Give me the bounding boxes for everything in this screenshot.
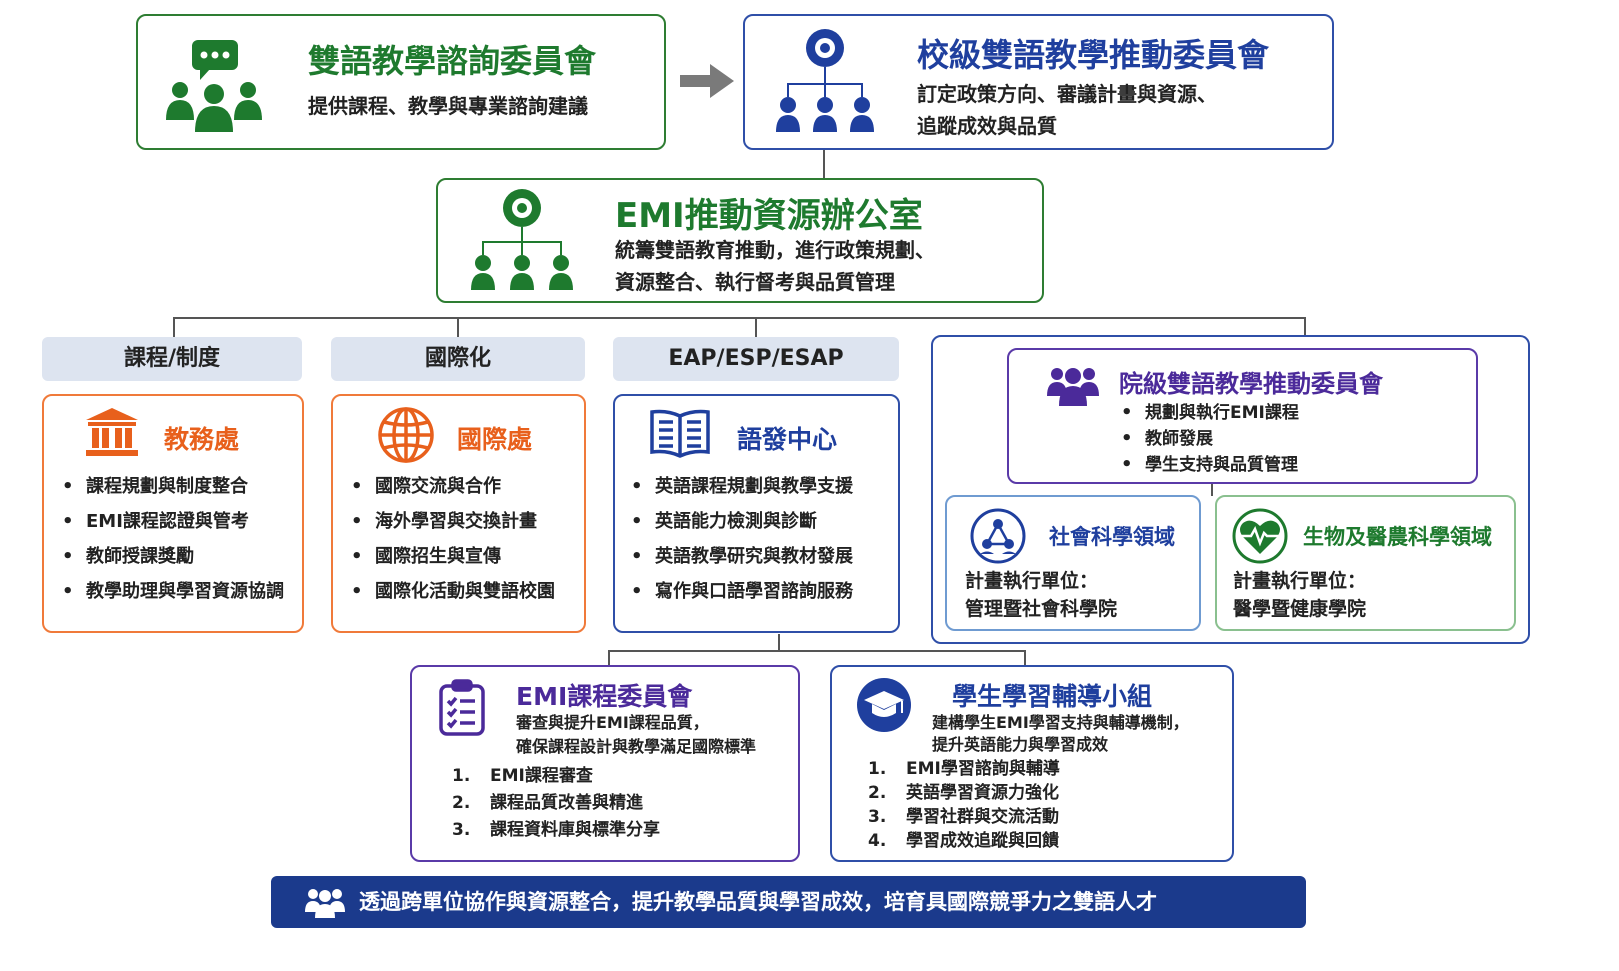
language-center-box: 語發中心 英語課程規劃與教學支援 英語能力檢測與診斷 英語教學研究與教材發展 寫… (613, 394, 900, 633)
arrow-right-icon (680, 64, 734, 98)
list-item: 2.英語學習資源力強化 (868, 783, 1059, 803)
connector-bottom-left (608, 650, 610, 665)
academic-affairs-title: 教務處 (164, 425, 240, 454)
advisory-committee-title: 雙語教學諮詢委員會 (308, 42, 597, 80)
list-item: 教學助理與學習資源協調 (58, 579, 284, 614)
heart-pulse-icon (1231, 507, 1289, 565)
emi-course-committee-box: EMI課程委員會 審查與提升EMI課程品質， 確保課程設計與教學滿足國際標準 1… (410, 665, 800, 862)
emi-course-committee-desc-1: 審查與提升EMI課程品質， (516, 713, 709, 732)
bio-medical-title: 生物及醫農科學領域 (1303, 525, 1492, 549)
mission-banner-text: 透過跨單位協作與資源整合，提升教學品質與學習成效，培育具國際競爭力之雙語人才 (359, 890, 1157, 914)
mission-banner: 透過跨單位協作與資源整合，提升教學品質與學習成效，培育具國際競爭力之雙語人才 (271, 876, 1306, 928)
list-item: 教師發展 (1117, 426, 1299, 452)
connector-office-horizontal (173, 317, 1306, 319)
connector-college-domains (1211, 484, 1213, 496)
language-center-list: 英語課程規劃與教學支援 英語能力檢測與診斷 英語教學研究與教材發展 寫作與口語學… (627, 474, 853, 614)
university-committee-desc-1: 訂定政策方向、審議計畫與資源、 (917, 82, 1217, 106)
list-item: 3.課程資料庫與標準分享 (452, 820, 660, 840)
international-office-box: 國際處 國際交流與合作 海外學習與交換計畫 國際招生與宣傳 國際化活動與雙語校園 (331, 394, 586, 633)
list-item: 1.EMI課程審查 (452, 766, 593, 786)
list-item: EMI課程認證與管考 (58, 509, 284, 544)
college-level-container (931, 335, 1530, 644)
connector-top-right-to-office (823, 150, 825, 178)
header-internationalization: 國際化 (331, 337, 585, 381)
book-icon (649, 408, 711, 458)
list-item: 寫作與口語學習諮詢服務 (627, 579, 853, 614)
emi-office-desc-1: 統籌雙語教育推動，進行政策規劃、 (615, 238, 935, 262)
bio-medical-label: 計畫執行單位： (1233, 570, 1367, 592)
list-item: 4.學習成效追蹤與回饋 (868, 831, 1059, 851)
connector-drop-4 (1304, 317, 1306, 335)
list-item: 3.學習社群與交流活動 (868, 807, 1059, 827)
international-office-title: 國際處 (457, 425, 533, 454)
university-committee-title: 校級雙語教學推動委員會 (917, 36, 1270, 74)
student-tutoring-box: 學生學習輔導小組 建構學生EMI學習支持與輔導機制， 提升英語能力與學習成效 1… (830, 665, 1234, 862)
bio-medical-unit: 醫學暨健康學院 (1233, 598, 1367, 620)
university-committee-desc-2: 追蹤成效與品質 (917, 114, 1057, 138)
emi-office-desc-2: 資源整合、執行督考與品質管理 (615, 270, 895, 294)
list-item: 國際招生與宣傳 (347, 544, 555, 579)
advisory-committee-desc: 提供課程、教學與專業諮詢建議 (308, 94, 588, 118)
institution-icon (86, 408, 138, 458)
academic-affairs-list: 課程規劃與制度整合 EMI課程認證與管考 教師授課獎勵 教學助理與學習資源協調 (58, 474, 284, 614)
graduation-cap-icon (856, 677, 912, 733)
college-committee-list: 規劃與執行EMI課程 教師發展 學生支持與品質管理 (1117, 400, 1299, 478)
connector-drop-3 (755, 317, 757, 337)
list-item: 規劃與執行EMI課程 (1117, 400, 1299, 426)
connector-bottom-horizontal (608, 650, 1026, 652)
college-committee-title: 院級雙語教學推動委員會 (1119, 370, 1383, 398)
list-item: 國際交流與合作 (347, 474, 555, 509)
network-icon (969, 507, 1027, 565)
list-item: 課程規劃與制度整合 (58, 474, 284, 509)
emi-course-committee-desc-2: 確保課程設計與教學滿足國際標準 (516, 737, 757, 756)
globe-icon (377, 406, 435, 464)
list-item: 1.EMI學習諮詢與輔導 (868, 759, 1060, 779)
student-tutoring-title: 學生學習輔導小組 (952, 682, 1153, 711)
connector-drop-2 (457, 317, 459, 337)
student-tutoring-list: 1.EMI學習諮詢與輔導 2.英語學習資源力強化 3.學習社群與交流活動 4.學… (868, 757, 1060, 853)
social-science-title: 社會科學領域 (1049, 525, 1175, 549)
list-item: 教師授課獎勵 (58, 544, 284, 579)
emi-course-committee-title: EMI課程委員會 (516, 682, 693, 711)
list-item: 國際化活動與雙語校園 (347, 579, 555, 614)
people-icon (305, 886, 345, 918)
header-eap-esp-esap: EAP/ESP/ESAP (613, 337, 899, 381)
list-item: 學生支持與品質管理 (1117, 452, 1299, 478)
language-center-title: 語發中心 (737, 425, 838, 454)
student-tutoring-desc-2: 提升英語能力與學習成效 (932, 735, 1109, 754)
social-science-unit: 管理暨社會科學院 (965, 598, 1118, 620)
emi-office-box: EMI推動資源辦公室 統籌雙語教育推動，進行政策規劃、 資源整合、執行督考與品質… (436, 178, 1044, 303)
emi-office-title: EMI推動資源辦公室 (615, 196, 923, 236)
emi-course-committee-list: 1.EMI課程審查 2.課程品質改善與精進 3.課程資料庫與標準分享 (452, 763, 660, 844)
advisory-committee-box: 雙語教學諮詢委員會 提供課程、教學與專業諮詢建議 (136, 14, 666, 150)
connector-bottom-right (1024, 650, 1026, 665)
connector-center-down (778, 634, 780, 650)
social-science-domain-box: 社會科學領域 計畫執行單位： 管理暨社會科學院 (945, 495, 1201, 631)
list-item: 海外學習與交換計畫 (347, 509, 555, 544)
hierarchy-icon (470, 188, 574, 294)
clipboard-icon (438, 679, 486, 737)
list-item: 英語教學研究與教材發展 (627, 544, 853, 579)
hierarchy-icon (773, 28, 877, 136)
university-committee-box: 校級雙語教學推動委員會 訂定政策方向、審議計畫與資源、 追蹤成效與品質 (743, 14, 1334, 150)
connector-drop-1 (173, 317, 175, 337)
student-tutoring-desc-1: 建構學生EMI學習支持與輔導機制， (932, 713, 1189, 732)
social-science-label: 計畫執行單位： (965, 570, 1099, 592)
list-item: 英語能力檢測與診斷 (627, 509, 853, 544)
college-committee-box: 院級雙語教學推動委員會 規劃與執行EMI課程 教師發展 學生支持與品質管理 (1007, 348, 1478, 484)
consultation-group-icon (164, 36, 264, 136)
bio-medical-domain-box: 生物及醫農科學領域 計畫執行單位： 醫學暨健康學院 (1215, 495, 1516, 631)
international-office-list: 國際交流與合作 海外學習與交換計畫 國際招生與宣傳 國際化活動與雙語校園 (347, 474, 555, 614)
list-item: 英語課程規劃與教學支援 (627, 474, 853, 509)
list-item: 2.課程品質改善與精進 (452, 793, 643, 813)
academic-affairs-box: 教務處 課程規劃與制度整合 EMI課程認證與管考 教師授課獎勵 教學助理與學習資… (42, 394, 304, 633)
group-icon (1047, 364, 1099, 406)
header-curriculum: 課程/制度 (42, 337, 302, 381)
